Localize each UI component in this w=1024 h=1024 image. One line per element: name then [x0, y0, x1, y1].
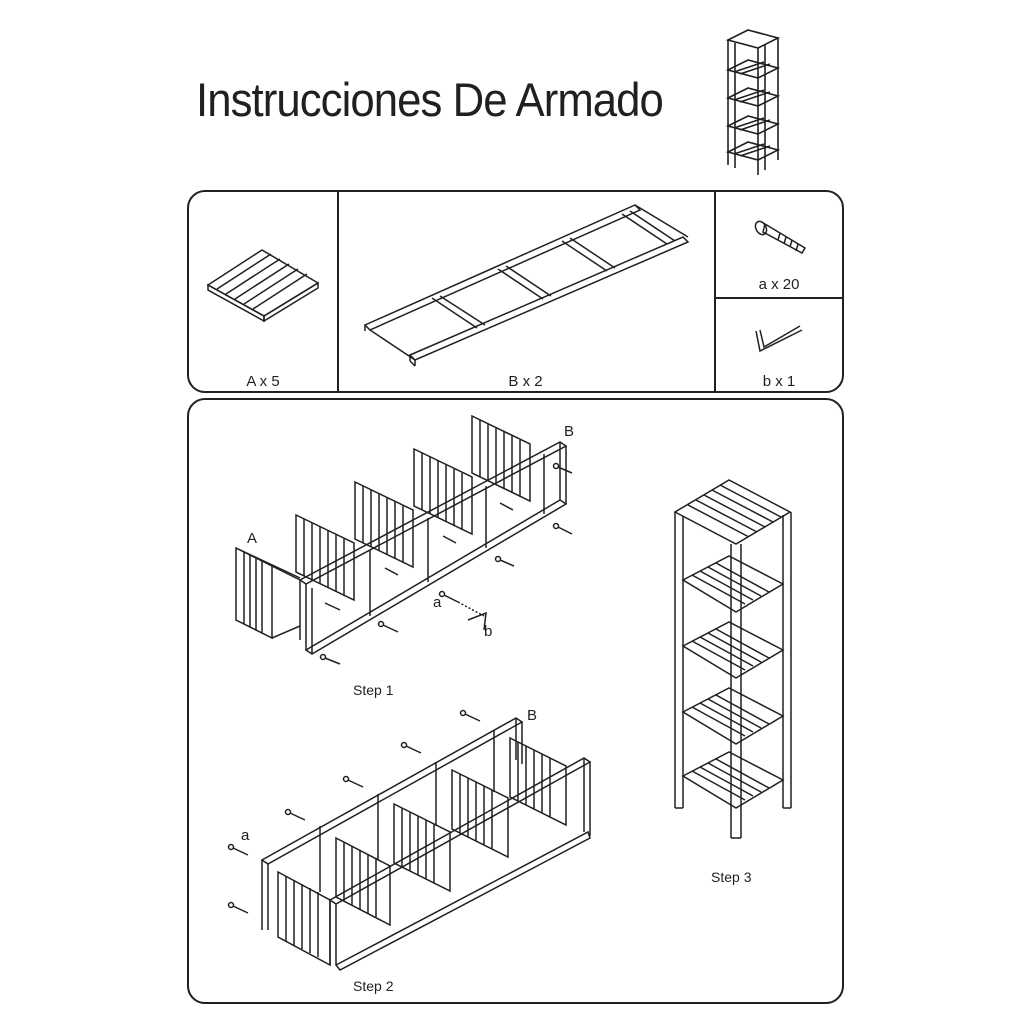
- screw-part-label: a x 20: [758, 276, 800, 293]
- step-1-drawing: [235, 414, 573, 665]
- divider: [714, 297, 842, 299]
- screw-part-drawing: [754, 220, 807, 254]
- step-3-caption: Step 3: [711, 869, 752, 885]
- step-2-caption: Step 2: [353, 978, 394, 994]
- page-title: Instrucciones De Armado: [196, 73, 664, 126]
- step-1-tag-B: B: [564, 423, 575, 440]
- step-2-drawing: [227, 709, 592, 971]
- step-1-tag-b: b: [484, 623, 493, 640]
- step-2-tag-B: B: [527, 707, 538, 724]
- divider: [337, 192, 339, 391]
- side-frame-part-drawing: [363, 204, 690, 367]
- shelf-part-drawing: [206, 249, 320, 323]
- allen-key-part-drawing: [755, 325, 803, 353]
- step-3-drawing: [673, 479, 792, 839]
- step-2-tag-a: a: [241, 827, 250, 844]
- parts-list-panel: A x 5 B x 2 a x 20 b x 1: [187, 190, 844, 393]
- step-1-tag-a: a: [433, 594, 442, 611]
- allen-key-part-label: b x 1: [762, 373, 796, 390]
- step-1-caption: Step 1: [353, 682, 394, 698]
- side-frame-part-label: B x 2: [508, 373, 543, 390]
- step-1-tag-A: A: [247, 530, 258, 547]
- shelf-part-label: A x 5: [246, 373, 280, 390]
- assembly-steps-panel: [187, 398, 844, 1004]
- divider: [714, 192, 716, 391]
